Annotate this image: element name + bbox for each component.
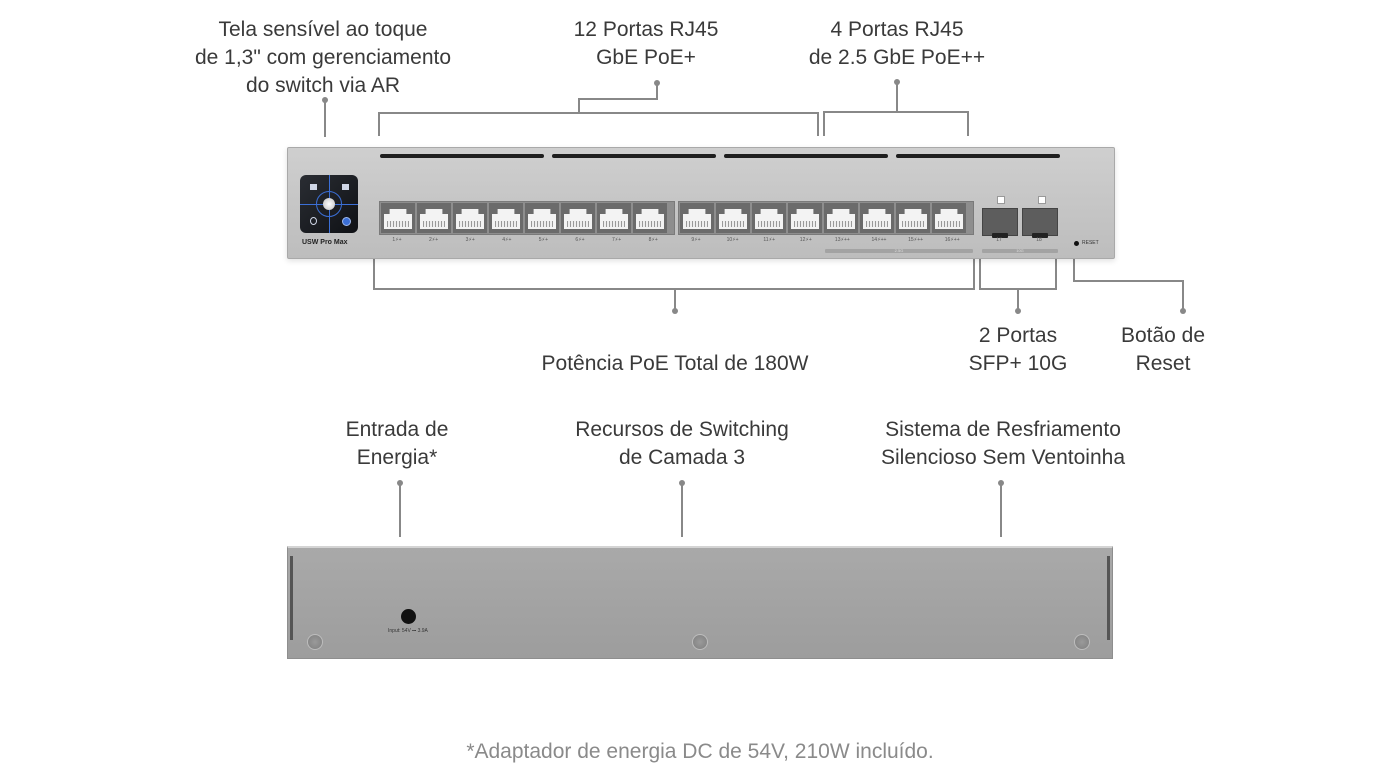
vent-slot	[552, 154, 716, 158]
port-label: 5⚡+	[538, 237, 548, 243]
rj45-pins	[423, 221, 445, 227]
port-label: 1⚡+	[392, 237, 402, 243]
2-5g-bracket	[823, 83, 969, 136]
rj45-port-15[interactable]	[896, 203, 930, 233]
power-input-label: Input: 54V ⎓ 3.9A	[388, 628, 428, 634]
port-label: 3⚡+	[465, 237, 475, 243]
sfp-port-18[interactable]	[1022, 208, 1058, 238]
rj45-group-1	[379, 201, 675, 235]
poe-bracket	[373, 259, 975, 310]
port-label: 13⚡++	[834, 237, 850, 243]
vent-slot	[380, 154, 544, 158]
port-label: 2⚡+	[428, 237, 439, 243]
status-dot-icon	[342, 217, 351, 226]
power-input-port[interactable]	[401, 609, 416, 624]
port-label: 16⚡++	[944, 237, 960, 243]
home-icon	[323, 198, 335, 210]
rj45-port-14[interactable]	[860, 203, 894, 233]
callout-gbe-ports: 12 Portas RJ45 GbE PoE+	[573, 18, 719, 69]
callout-power-input: Entrada de Energia*	[345, 418, 449, 469]
rj45-pins	[459, 221, 481, 227]
rj45-pins	[794, 221, 816, 227]
rj45-pins	[866, 221, 888, 227]
port-label: 10⚡+	[726, 237, 739, 243]
reset-button[interactable]: RESET	[1074, 240, 1099, 246]
rj45-port-3[interactable]	[453, 203, 487, 233]
rj45-port-9[interactable]	[680, 203, 714, 233]
callout-reset-button: Botão de Reset	[1120, 324, 1206, 375]
rj45-pins	[531, 221, 553, 227]
footnote: *Adaptador de energia DC de 54V, 210W in…	[466, 740, 934, 763]
port-label: 15⚡++	[908, 237, 924, 243]
model-label: USW Pro Max	[302, 239, 348, 246]
switch-back-panel: Input: 54V ⎓ 3.9A	[287, 546, 1113, 659]
rj45-pins	[902, 221, 924, 227]
sfp-led	[1038, 196, 1046, 204]
rj45-group-2	[678, 201, 974, 235]
reset-hole-icon	[1074, 240, 1079, 246]
rj45-pins	[495, 221, 517, 227]
rj45-pins	[830, 221, 852, 227]
sfp-port-17[interactable]	[982, 208, 1018, 238]
speed-bar-2-5g: 2.5G	[825, 249, 973, 253]
sfp-led	[997, 196, 1005, 204]
rj45-port-6[interactable]	[561, 203, 595, 233]
rj45-port-10[interactable]	[716, 203, 750, 233]
port-label: 6⚡+	[575, 237, 585, 243]
sfp-label: 17	[996, 237, 1002, 243]
rj45-pins	[567, 221, 589, 227]
sfp-bracket	[979, 259, 1057, 310]
gbe-bracket	[378, 84, 819, 136]
rj45-port-12[interactable]	[788, 203, 822, 233]
rj45-pins	[603, 221, 625, 227]
callout-2-5gbe-ports: 4 Portas RJ45 de 2.5 GbE PoE++	[808, 18, 986, 69]
network-icon	[310, 184, 317, 190]
port-label: 8⚡+	[648, 237, 658, 243]
callout-poe-total: Potência PoE Total de 180W	[541, 352, 809, 375]
speed-bar-10g: 10G	[982, 249, 1058, 253]
rj45-pins	[722, 221, 744, 227]
port-label: 4⚡+	[502, 237, 512, 243]
rj45-port-5[interactable]	[525, 203, 559, 233]
reset-label: RESET	[1082, 240, 1099, 246]
port-label: 14⚡++	[871, 237, 887, 243]
port-label: 12⚡+	[799, 237, 812, 243]
rj45-port-1[interactable]	[381, 203, 415, 233]
bars-icon	[342, 184, 349, 190]
sfp-label: 18	[1036, 237, 1042, 243]
rj45-pins	[686, 221, 708, 227]
switch-front-panel: USW Pro Max 2.5G 17 18 10G RESET 1⚡+ 2⚡+ 3…	[287, 147, 1115, 259]
reset-leader	[1073, 259, 1184, 310]
rj45-port-16[interactable]	[932, 203, 966, 233]
vent-slot	[896, 154, 1060, 158]
vent-slot	[724, 154, 888, 158]
callout-touchscreen: Tela sensível ao toque de 1,3" com geren…	[194, 18, 452, 97]
screw-icon	[692, 634, 708, 650]
rj45-port-2[interactable]	[417, 203, 451, 233]
callout-sfp-ports: 2 Portas SFP+ 10G	[968, 324, 1068, 375]
port-label: 7⚡+	[611, 237, 622, 243]
rj45-port-13[interactable]	[824, 203, 858, 233]
rj45-port-4[interactable]	[489, 203, 523, 233]
rj45-pins	[938, 221, 960, 227]
rj45-port-11[interactable]	[752, 203, 786, 233]
rj45-port-8[interactable]	[633, 203, 667, 233]
screw-icon	[1074, 634, 1090, 650]
rj45-pins	[387, 221, 409, 227]
info-icon	[310, 217, 317, 225]
callout-cooling: Sistema de Resfriamento Silencioso Sem V…	[881, 418, 1125, 469]
port-label: 9⚡+	[691, 237, 701, 243]
rj45-port-7[interactable]	[597, 203, 631, 233]
callout-layer3: Recursos de Switching de Camada 3	[575, 418, 789, 469]
touchscreen[interactable]	[300, 175, 358, 233]
rj45-pins	[639, 221, 661, 227]
rj45-pins	[758, 221, 780, 227]
port-label: 11⚡+	[763, 237, 775, 243]
screw-icon	[307, 634, 323, 650]
